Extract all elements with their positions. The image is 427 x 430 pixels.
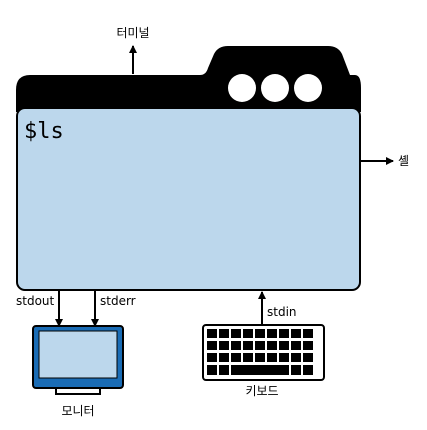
keyboard-key: [219, 365, 229, 375]
keyboard-key: [231, 341, 241, 350]
monitor-icon: [32, 325, 124, 395]
shell-label: 셸: [398, 154, 409, 168]
keyboard-key: [207, 365, 217, 375]
keyboard-key: [279, 353, 289, 362]
keyboard-key: [303, 329, 313, 338]
keyboard-key: [231, 329, 241, 338]
keyboard-key: [303, 341, 313, 350]
keyboard-key: [267, 353, 277, 362]
keyboard-key: [219, 329, 229, 338]
keyboard-key: [231, 353, 241, 362]
keyboard-key: [303, 365, 313, 375]
keyboard-key: [243, 329, 253, 338]
keyboard-key: [243, 353, 253, 362]
keyboard-label: 키보드: [245, 384, 278, 398]
keyboard-key: [207, 329, 217, 338]
keyboard-key: [243, 341, 253, 350]
keyboard-spacebar: [231, 365, 289, 375]
window-button-3[interactable]: [294, 74, 322, 102]
keyboard-keys: [207, 329, 313, 375]
keyboard-key: [267, 329, 277, 338]
stdout-label: stdout: [16, 294, 55, 308]
stdin-label: stdin: [267, 305, 297, 319]
keyboard-key: [207, 341, 217, 350]
monitor-label: 모니터: [61, 404, 94, 418]
keyboard-key: [303, 353, 313, 362]
window-body: [16, 107, 361, 291]
keyboard-icon: [202, 324, 325, 381]
keyboard-key: [291, 353, 301, 362]
keyboard-key: [291, 341, 301, 350]
keyboard-key: [255, 341, 265, 350]
keyboard-key: [207, 353, 217, 362]
keyboard-key: [255, 353, 265, 362]
stderr-label: stderr: [100, 294, 136, 308]
window-button-2[interactable]: [261, 74, 289, 102]
monitor-screen: [38, 330, 118, 379]
monitor-base: [55, 387, 101, 395]
keyboard-key: [291, 329, 301, 338]
keyboard-key: [219, 341, 229, 350]
keyboard-key: [267, 341, 277, 350]
keyboard-key: [291, 365, 301, 375]
keyboard-key: [255, 329, 265, 338]
window-button-1[interactable]: [228, 74, 256, 102]
command-text: $ls: [24, 119, 64, 144]
terminal-window: $ls: [16, 46, 361, 291]
keyboard-key: [279, 329, 289, 338]
terminal-label: 터미널: [116, 26, 149, 40]
keyboard-key: [279, 341, 289, 350]
keyboard-key: [219, 353, 229, 362]
